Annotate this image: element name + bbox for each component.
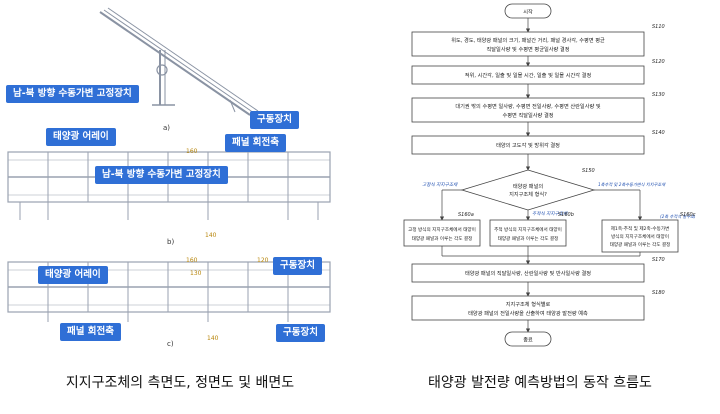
- s160c-text1: 제1축-추적 및 제2축-수동가변: [611, 225, 670, 232]
- callout-side-fixer: 남-북 방향 수동가변 고정장치: [6, 85, 139, 103]
- side-view-drawing: [99, 7, 259, 116]
- structure-figures-panel: a) 160 140 b): [0, 0, 360, 350]
- s160c-text3: 태양광 패널과 이루는 각도 결정: [610, 241, 671, 248]
- step-s110: 위도, 경도, 태양광 패널의 크기, 패널간 거리, 패널 경사각, 수평면 …: [411, 24, 665, 57]
- left-caption: 지지구조체의 측면도, 정면도 및 배면도: [65, 375, 295, 391]
- s160a-text2: 태양광 패널과 이루는 각도 결정: [412, 235, 473, 242]
- callout-front-fixer: 남-북 방향 수동가변 고정장치: [95, 166, 228, 184]
- ref-160-front: 160: [186, 148, 198, 155]
- step-s180: 지지구조체 형식별로 태양광 패널의 전일사량을 산출하여 태양광 발전량 예측…: [411, 290, 665, 321]
- branch-hybrid2: (2축 추적식 일구조): [660, 214, 696, 219]
- figure-label-c: c): [167, 340, 174, 348]
- s170-text1: 태양광 패널의 직달일사량, 산란일사량 및 반사일사량 결정: [465, 269, 591, 277]
- step-s160a: 고정 방식의 지지구조체에서 태양이 태양광 패널과 이루는 각도 결정 S16…: [403, 212, 481, 247]
- s160b-ref: S160b: [558, 212, 574, 218]
- callout-back-array: 태양광 어레이: [38, 266, 108, 284]
- s150-text1: 태양광 패널의: [513, 182, 544, 190]
- s160a-ref: S160a: [458, 212, 474, 218]
- step-s160b: 추적 방식의 지지구조체에서 태양이 태양광 패널과 이루는 각도 결정 S16…: [489, 212, 574, 247]
- s120-ref: S120: [652, 59, 665, 65]
- s160c-text2: 방식의 지지구조체에서 태양이: [611, 233, 669, 240]
- ref-140-front: 140: [205, 232, 217, 239]
- s130-ref: S130: [652, 92, 665, 98]
- start-node: 시작: [504, 3, 552, 19]
- step-s160c: 제1축-추적 및 제2축-수동가변 방식의 지지구조체에서 태양이 태양광 패널…: [601, 212, 696, 253]
- ref-140-back: 140: [207, 335, 219, 342]
- s130-text2: 수평면 직달일사량 결정: [502, 111, 553, 119]
- s110-text2: 직달일사량 및 수평면 평균일사량 결정: [487, 45, 570, 53]
- s130-text1: 대기권 밖의 수평면 일사량, 수평면 전일사량, 수평면 산란일사량 및: [455, 102, 601, 110]
- callout-side-drive: 구동장치: [250, 111, 299, 129]
- branch-tracking: 추적식 지지구조체: [532, 211, 568, 217]
- s140-text1: 태양의 고도각 및 방위각 결정: [496, 141, 560, 149]
- branch-hybrid: 1축추적 및 2축수동가변식 지지구조체: [598, 182, 666, 187]
- ref-130-back: 130: [190, 270, 202, 277]
- end-node: 종료: [504, 331, 552, 347]
- s110-ref: S110: [652, 24, 665, 30]
- step-s140: 태양의 고도각 및 방위각 결정 S140: [411, 130, 665, 155]
- step-s170: 태양광 패널의 직달일사량, 산란일사량 및 반사일사량 결정 S170: [411, 257, 665, 283]
- callout-front-array: 태양광 어레이: [46, 128, 116, 146]
- callout-back-drive: 구동장치: [276, 324, 325, 342]
- s140-ref: S140: [652, 130, 665, 136]
- s180-ref: S180: [652, 290, 665, 296]
- s160c-ref: S160c: [680, 212, 696, 218]
- end-label: 종료: [523, 337, 533, 344]
- s160b-text2: 태양광 패널과 이루는 각도 결정: [498, 235, 559, 242]
- callout-back-axis: 패널 회전축: [60, 323, 122, 341]
- s170-ref: S170: [652, 257, 665, 263]
- branch-fixed: 고정식 지지구조체: [422, 182, 458, 188]
- step-s130: 대기권 밖의 수평면 일사량, 수평면 전일사량, 수평면 산란일사량 및 수평…: [411, 92, 665, 123]
- start-label: 시작: [523, 9, 533, 16]
- ref-120-back: 120: [257, 257, 269, 264]
- s150-ref: S150: [582, 168, 595, 174]
- ref-160-back: 160: [186, 257, 198, 264]
- decision-s150: 태양광 패널의 지지구조체 형식? S150: [460, 168, 596, 211]
- s180-text2: 태양광 패널의 전일사량을 산출하여 태양광 발전량 예측: [468, 309, 588, 317]
- figure-label-a: a): [163, 124, 170, 132]
- s180-text1: 지지구조체 형식별로: [506, 300, 551, 308]
- callout-front-axis: 패널 회전축: [225, 134, 287, 152]
- s150-text2: 지지구조체 형식?: [509, 190, 547, 198]
- right-caption: 태양광 발전량 예측방법의 동작 흐름도: [428, 375, 652, 391]
- flowchart-panel: 시작 위도, 경도, 태양광 패널의 크기, 패널간 거리, 패널 경사각, 수…: [360, 0, 720, 350]
- front-view-drawing: [7, 151, 331, 220]
- figure-label-b: b): [167, 238, 174, 246]
- callout-front-drive: 구동장치: [273, 257, 322, 275]
- s120-text1: 적위, 시간각, 일출 및 일몰 시간, 일출 및 일몰 시간각 결정: [465, 71, 592, 79]
- flowchart: 시작 위도, 경도, 태양광 패널의 크기, 패널간 거리, 패널 경사각, 수…: [403, 3, 696, 347]
- s160b-text1: 추적 방식의 지지구조체에서 태양이: [494, 226, 562, 233]
- s110-text1: 위도, 경도, 태양광 패널의 크기, 패널간 거리, 패널 경사각, 수평면 …: [451, 36, 605, 44]
- step-s120: 적위, 시간각, 일출 및 일몰 시간, 일출 및 일몰 시간각 결정 S120: [411, 59, 665, 85]
- s160a-text1: 고정 방식의 지지구조체에서 태양이: [408, 226, 476, 233]
